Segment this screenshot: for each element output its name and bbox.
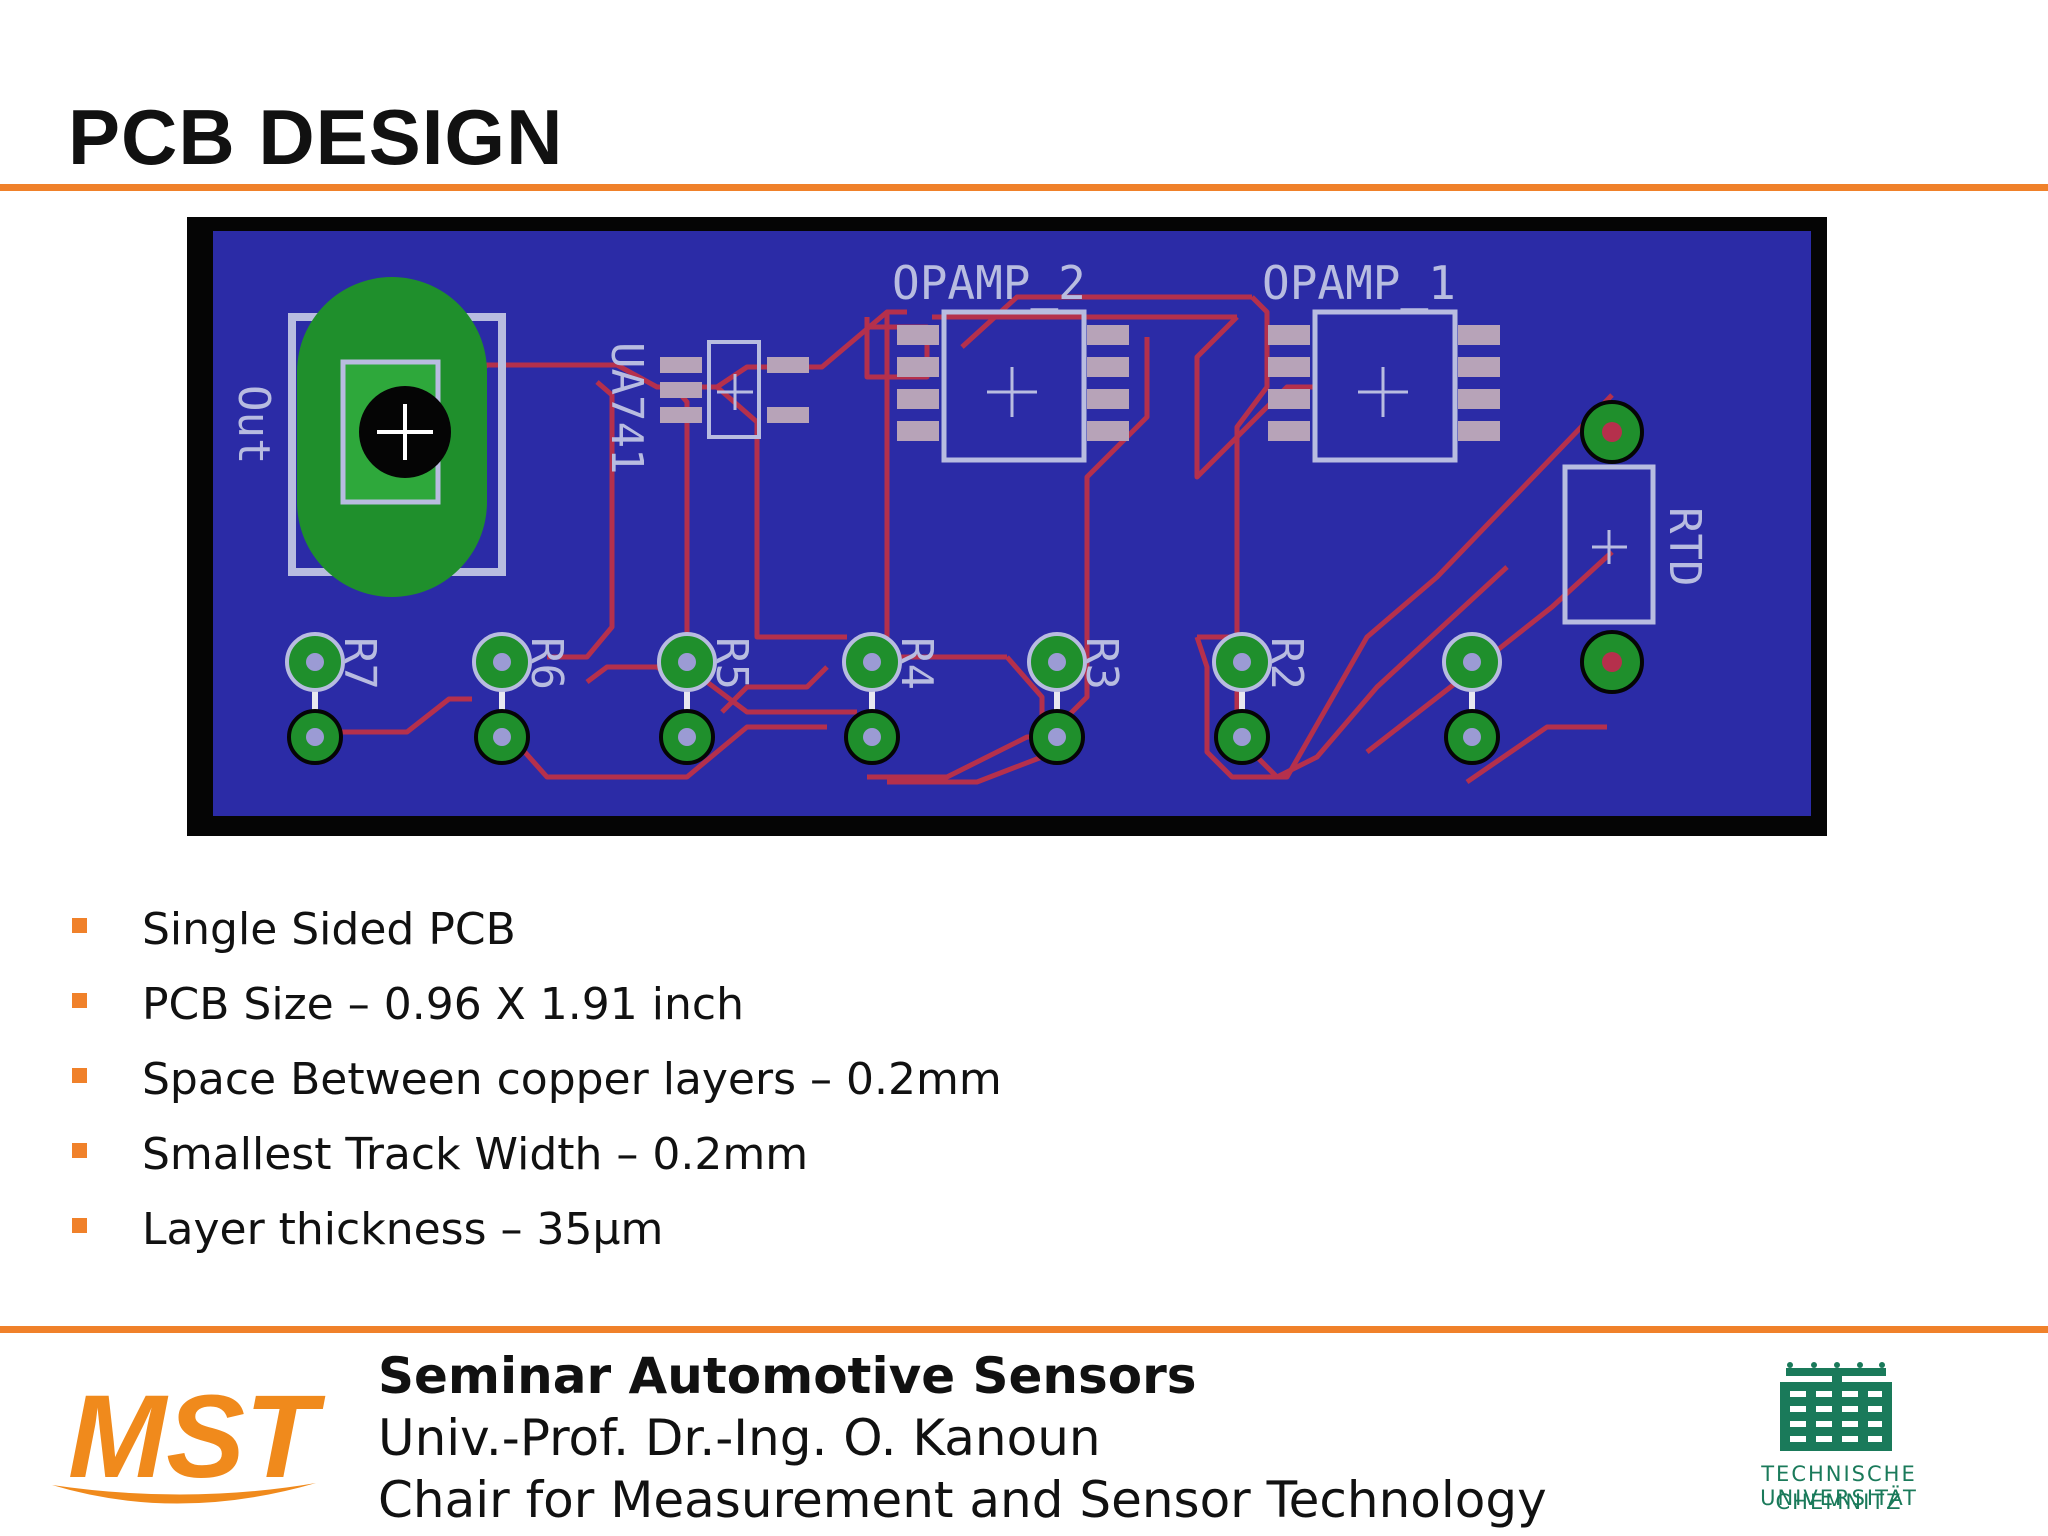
opamp1-label: OPAMP_1 [1262,256,1456,310]
resistor-pads [285,632,1502,765]
bullet-marker [72,1143,87,1158]
trace [720,665,829,714]
bullet-text: Space Between copper layers – 0.2mm [142,1054,1002,1105]
pcb-layout-image: Out UA741 OPAMP_2 [187,217,1827,836]
trace [1194,315,1317,480]
trace [505,724,827,780]
slide-title: PCB DESIGN [68,93,564,181]
bullet-list: Single Sided PCB PCB Size – 0.96 X 1.91 … [70,892,1002,1267]
resistor-r6 [472,632,532,765]
footer-text-block: Seminar Automotive Sensors Univ.-Prof. D… [378,1345,1547,1531]
bullet-item: Space Between copper layers – 0.2mm [70,1042,1002,1117]
professor-name: Univ.-Prof. Dr.-Ing. O. Kanoun [378,1409,1101,1467]
seminar-title: Seminar Automotive Sensors [378,1347,1197,1405]
r4-label: R4 [891,637,942,690]
bullet-text: Single Sided PCB [142,904,516,955]
bullet-text: PCB Size – 0.96 X 1.91 inch [142,979,744,1030]
opamp2-label: OPAMP_2 [892,256,1086,310]
bullet-text: Layer thickness – 35µm [142,1204,664,1255]
mst-logo: MST [48,1365,328,1515]
bullet-marker [72,993,87,1008]
opamp2-chip [897,309,1129,463]
bullet-text: Smallest Track Width – 0.2mm [142,1129,809,1180]
trace [547,380,615,660]
out-origin-cross [377,404,433,460]
bullet-item: Single Sided PCB [70,892,1002,967]
r3-label: R3 [1076,637,1127,690]
resistor-r3 [1027,632,1087,765]
footer-divider [0,1326,2048,1333]
tu-chemnitz-logo: TECHNISCHE UNIVERSITÄT CHEMNITZ [1684,1362,2004,1522]
mst-swoosh [52,1483,316,1504]
tu-name-line1: TECHNISCHE UNIVERSITÄT [1760,1462,1918,1510]
resistor-r5 [657,632,717,765]
trace [1045,337,1150,739]
trace [1194,393,1614,780]
mst-logo-svg: MST [52,1371,326,1504]
bullet-item: Layer thickness – 35µm [70,1192,1002,1267]
bullet-item: Smallest Track Width – 0.2mm [70,1117,1002,1192]
resistor-r2 [1212,632,1272,765]
bullet-item: PCB Size – 0.96 X 1.91 inch [70,967,1002,1042]
tu-name-line2: CHEMNITZ [1775,1490,1903,1514]
resistor-r7 [285,632,345,765]
title-divider [0,184,2048,191]
bullet-marker [72,1068,87,1083]
out-label: Out [228,385,279,464]
resistor-r1 [1442,632,1502,765]
resistor-r4 [842,632,902,765]
bullet-marker [72,918,87,933]
r2-label: R2 [1261,637,1312,690]
ua741-chip [660,340,809,439]
trace [715,309,907,390]
trace [1465,724,1607,785]
trace [319,696,472,735]
ua741-label: UA741 [601,342,652,474]
r7-label: R7 [334,637,385,690]
r6-label: R6 [521,637,572,690]
chair-name: Chair for Measurement and Sensor Technol… [378,1471,1547,1529]
tu-emblem-icon [1780,1362,1892,1451]
bullet-marker [72,1218,87,1233]
trace [1365,550,1614,754]
mst-logo-text: MST [68,1371,326,1503]
r5-label: R5 [706,637,757,690]
pcb-layout-svg: Out UA741 OPAMP_2 [187,217,1827,836]
rtd-sensor [1562,400,1656,694]
rtd-label: RTD [1659,507,1710,586]
opamp1-chip [1268,309,1500,463]
